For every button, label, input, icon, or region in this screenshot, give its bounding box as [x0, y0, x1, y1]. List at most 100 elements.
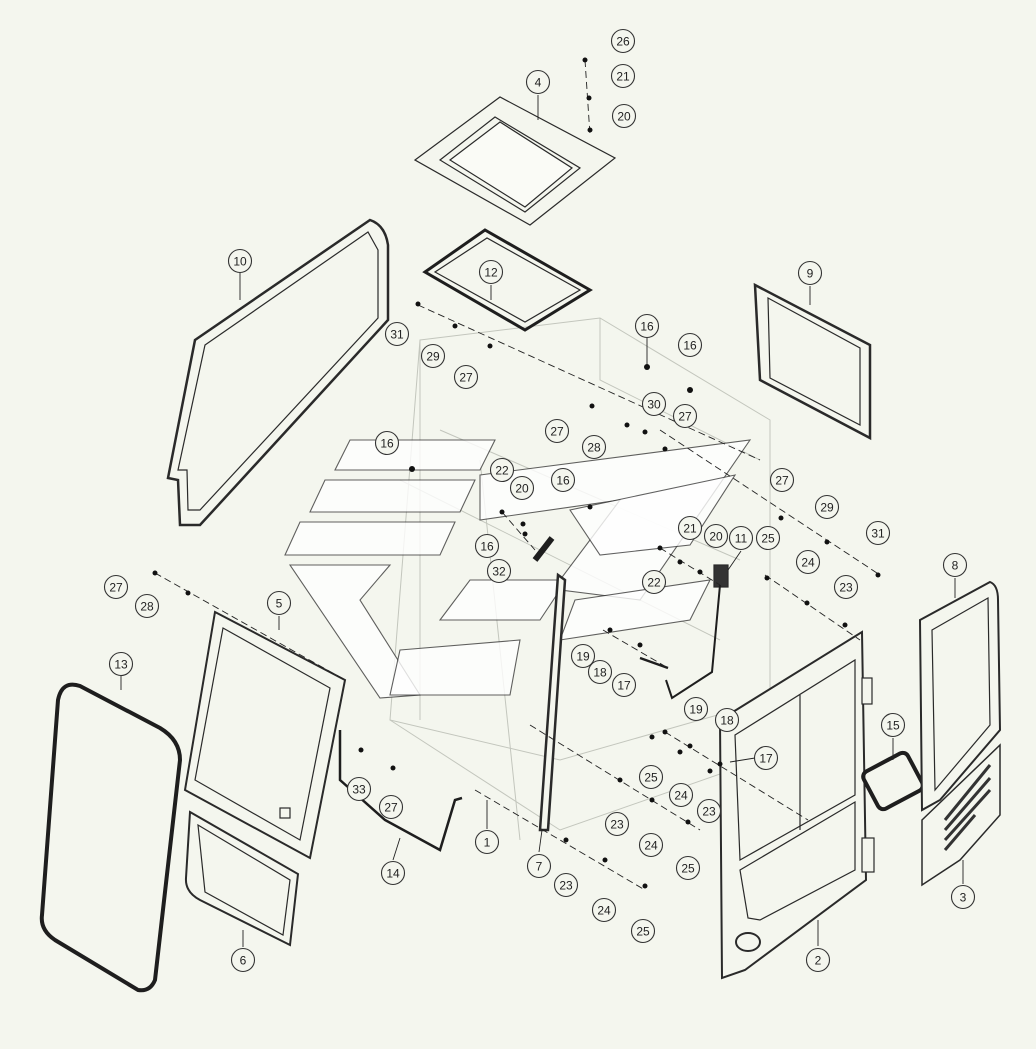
- callout-c20a: 20: [611, 103, 637, 129]
- vent-slots: [943, 764, 992, 851]
- callout-number: 19: [689, 703, 703, 717]
- callout-number: 26: [616, 35, 630, 49]
- callout-c25d: 25: [630, 918, 656, 944]
- callout-number: 16: [556, 474, 570, 488]
- fastener-dots: [152, 57, 881, 889]
- callout-circle: [611, 103, 637, 129]
- callout-circle: [672, 403, 698, 429]
- callout-circle: [453, 364, 479, 390]
- callout-circle: [509, 475, 535, 501]
- roof-glass-part-12: [422, 228, 593, 332]
- callout-c7: 7: [526, 853, 552, 879]
- callout-circle: [591, 897, 617, 923]
- callout-number: 24: [597, 904, 611, 918]
- callout-circle: [833, 574, 859, 600]
- callout-number: 23: [839, 581, 853, 595]
- callout-circle: [814, 494, 840, 520]
- callout-circle: [677, 332, 703, 358]
- door-part-2: [718, 630, 875, 980]
- callout-c27e: 27: [103, 574, 129, 600]
- callout-c29b: 29: [814, 494, 840, 520]
- callout-c18b: 18: [714, 707, 740, 733]
- lower-side-panel-part-3: [921, 743, 1001, 887]
- callout-number: 25: [644, 771, 658, 785]
- callout-c18a: 18: [587, 659, 613, 685]
- callout-number: 19: [576, 650, 590, 664]
- door-seal-part-13: [39, 682, 183, 993]
- callout-number: 16: [480, 540, 494, 554]
- rear-window-part-9: [753, 282, 872, 441]
- callout-c27f: 27: [378, 794, 404, 820]
- callout-c32: 32: [486, 558, 512, 584]
- callout-circle: [634, 313, 660, 339]
- callout-c21b: 21: [677, 515, 703, 541]
- callout-number: 18: [720, 714, 734, 728]
- callout-circle: [378, 794, 404, 820]
- callout-circle: [134, 593, 160, 619]
- callout-c20b: 20: [509, 475, 535, 501]
- callout-number: 31: [390, 328, 404, 342]
- callout-number: 23: [559, 879, 573, 893]
- callout-circle: [865, 520, 891, 546]
- callout-circle: [797, 260, 823, 286]
- callout-c24d: 24: [591, 897, 617, 923]
- callout-number: 18: [593, 666, 607, 680]
- callout-c26: 26: [610, 28, 636, 54]
- callout-number: 12: [484, 266, 498, 280]
- callout-circle: [230, 947, 256, 973]
- callout-circle: [805, 947, 831, 973]
- callout-circle: [610, 28, 636, 54]
- callout-c24b: 24: [668, 782, 694, 808]
- callout-number: 28: [587, 441, 601, 455]
- callout-number: 23: [702, 805, 716, 819]
- callout-c3: 3: [950, 884, 976, 910]
- callout-circle: [380, 860, 406, 886]
- callout-c13: 13: [108, 651, 134, 677]
- callout-circle: [728, 525, 754, 551]
- callout-circle: [638, 832, 664, 858]
- callout-number: 24: [644, 839, 658, 853]
- callout-circle: [103, 574, 129, 600]
- callout-circle: [474, 533, 500, 559]
- callout-c11: 11: [728, 525, 754, 551]
- handrail-part-14: [338, 730, 463, 852]
- callout-circle: [266, 590, 292, 616]
- callout-number: 23: [610, 818, 624, 832]
- side-window-part-10: [166, 218, 390, 527]
- callout-c27c: 27: [672, 403, 698, 429]
- handle-part-32: [532, 536, 555, 562]
- lower-front-window-part-6: [184, 810, 300, 947]
- callout-c6: 6: [230, 947, 256, 973]
- callout-circle: [753, 745, 779, 771]
- callout-number: 27: [384, 801, 398, 815]
- callout-number: 7: [536, 860, 543, 874]
- callout-circle: [696, 798, 722, 824]
- callout-circle: [550, 467, 576, 493]
- callout-circle: [641, 391, 667, 417]
- callout-number: 9: [807, 267, 814, 281]
- callout-number: 24: [674, 789, 688, 803]
- callout-circle: [604, 811, 630, 837]
- callout-number: 33: [352, 783, 366, 797]
- callout-c25b: 25: [638, 764, 664, 790]
- callout-number: 5: [276, 597, 283, 611]
- callout-c15: 15: [880, 712, 906, 738]
- callout-number: 3: [960, 891, 967, 905]
- callout-c20c: 20: [703, 523, 729, 549]
- callout-number: 20: [515, 482, 529, 496]
- roof-panel-part-4: [413, 96, 617, 226]
- callout-number: 27: [775, 474, 789, 488]
- callout-c21a: 21: [610, 63, 636, 89]
- callout-c25c: 25: [675, 855, 701, 881]
- callout-number: 20: [709, 530, 723, 544]
- callout-c16d: 16: [550, 467, 576, 493]
- callout-c23b: 23: [604, 811, 630, 837]
- callout-c23c: 23: [696, 798, 722, 824]
- callout-number: 20: [617, 110, 631, 124]
- callout-number: 14: [386, 867, 400, 881]
- callout-number: 11: [735, 532, 748, 546]
- callout-number: 29: [426, 350, 440, 364]
- callout-c16c: 16: [374, 430, 400, 456]
- callout-circle: [683, 696, 709, 722]
- callout-circle: [611, 672, 637, 698]
